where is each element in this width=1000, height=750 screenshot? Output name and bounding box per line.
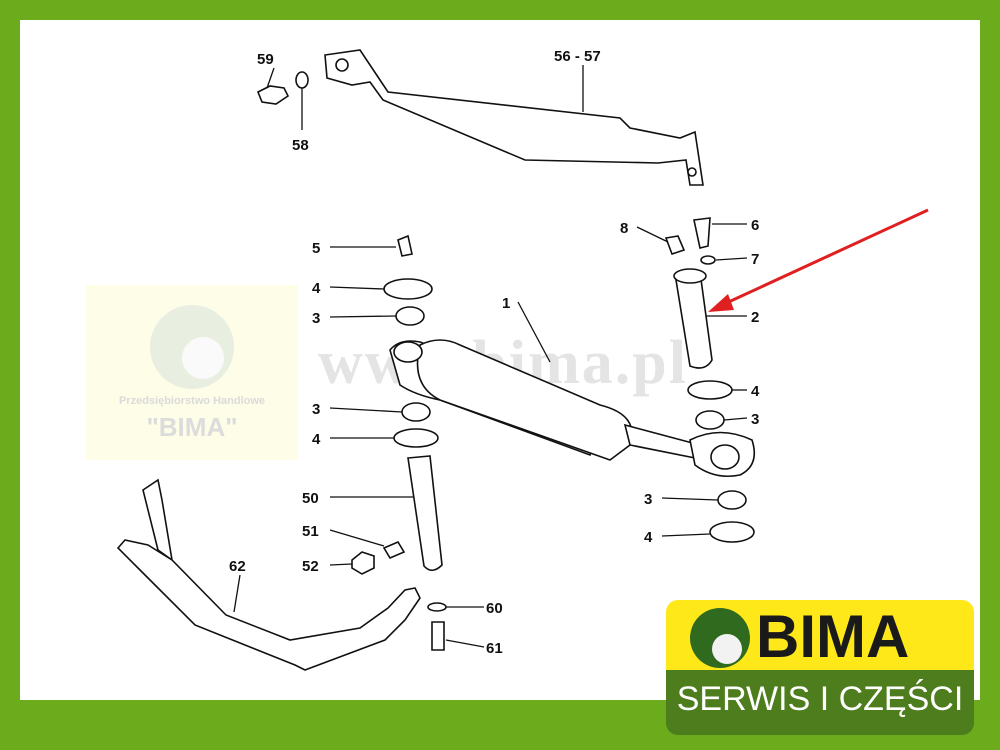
part-bushing-3d: [717, 490, 747, 510]
part-seal-4d: [709, 521, 755, 543]
part-fitting-8: [664, 235, 686, 256]
logo-tagline: SERWIS I CZĘŚCI: [676, 680, 964, 718]
label-2: 2: [751, 309, 759, 326]
label-4: 4: [751, 383, 760, 400]
red-arrow-indicator: [708, 208, 929, 312]
label-56-57: 56 - 57: [554, 48, 601, 65]
label-52: 52: [302, 558, 319, 575]
logo-circle-icon: [690, 608, 750, 668]
watermark-logo: Przedsiębiorstwo Handlowe "BIMA": [86, 285, 298, 460]
part-bolt-61: [431, 621, 445, 651]
part-bracket-56-57: [324, 49, 704, 186]
part-bushing-3b: [401, 402, 431, 422]
label-4: 4: [312, 280, 321, 297]
label-58: 58: [292, 137, 309, 154]
logo-name: BIMA: [756, 603, 910, 670]
label-5: 5: [312, 240, 320, 257]
label-3: 3: [312, 310, 320, 327]
label-62: 62: [229, 558, 246, 575]
label-1: 1: [502, 295, 510, 312]
label-3: 3: [751, 411, 759, 428]
label-3: 3: [644, 491, 652, 508]
label-8: 8: [620, 220, 628, 237]
bima-logo: BIMA SERWIS I CZĘŚCI: [666, 600, 974, 740]
part-bolt-59: [256, 85, 290, 105]
part-screw-51: [382, 540, 406, 560]
label-4: 4: [644, 529, 653, 546]
label-50: 50: [302, 490, 319, 507]
label-4: 4: [312, 431, 321, 448]
label-3: 3: [312, 401, 320, 418]
watermark-ball-icon: [182, 337, 224, 379]
part-seal-4b: [393, 428, 439, 448]
label-61: 61: [486, 640, 503, 657]
part-bushing-3c: [695, 410, 725, 430]
watermark-company-line: Przedsiębiorstwo Handlowe: [118, 395, 266, 407]
part-seal-4c: [687, 380, 733, 400]
label-59: 59: [257, 51, 274, 68]
label-51: 51: [302, 523, 319, 540]
watermark-circle-icon: [150, 305, 234, 389]
part-washer-58: [295, 71, 309, 89]
part-washer-60: [427, 602, 447, 612]
part-bracket-62: [116, 478, 421, 671]
part-washer-7: [700, 255, 716, 265]
logo-ball-icon: [712, 634, 742, 664]
watermark-company-name: "BIMA": [146, 412, 238, 442]
part-bolt-6: [693, 217, 711, 249]
part-seal-4a: [383, 278, 433, 300]
part-pin-2: [675, 270, 713, 369]
part-pin-50: [407, 455, 443, 572]
label-7: 7: [751, 251, 759, 268]
part-grease-nipple-5: [397, 234, 413, 257]
part-cylinder-1: [389, 339, 756, 478]
label-6: 6: [751, 217, 759, 234]
part-nut-52: [351, 551, 375, 575]
part-bushing-3a: [395, 306, 425, 326]
label-60: 60: [486, 600, 503, 617]
